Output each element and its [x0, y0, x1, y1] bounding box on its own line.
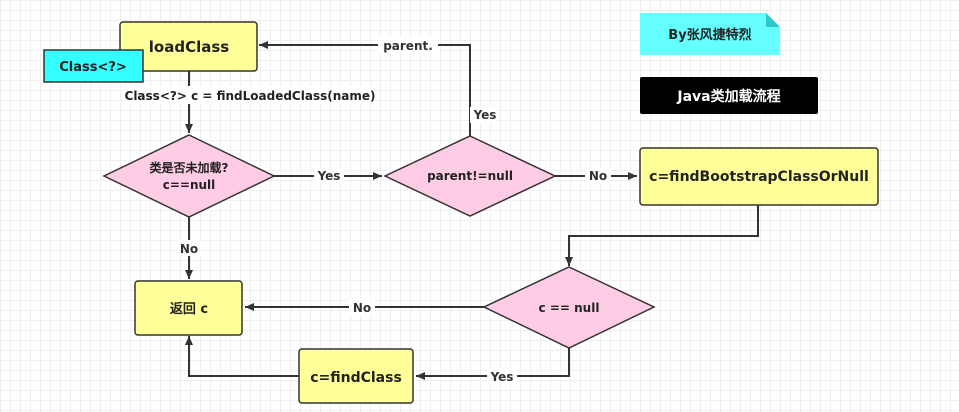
cnull-label: c == null: [539, 301, 600, 315]
node-is-loaded-decision: 类是否未加载? c==null: [102, 134, 276, 218]
find-class-label: c=findClass: [310, 370, 402, 386]
is-loaded-label-line1: 类是否未加载?: [150, 160, 229, 175]
edge-label-parent: parent.: [383, 39, 433, 53]
node-load-class: loadClass: [119, 21, 258, 72]
edge-label-no-cnull: No: [353, 301, 371, 315]
bootstrap-label: c=findBootstrapClassOrNull: [649, 169, 869, 185]
node-class-tag: Class<?>: [43, 49, 144, 83]
node-bootstrap: c=findBootstrapClassOrNull: [639, 147, 879, 206]
node-find-class: c=findClass: [298, 348, 414, 404]
edge-cnull-yes: [416, 348, 570, 380]
title-note-label: Java类加载流程: [676, 88, 780, 105]
node-parent-decision: parent!=null: [383, 135, 557, 217]
node-cnull-decision: c == null: [482, 266, 656, 349]
edge-bootstrap-down: [565, 205, 759, 266]
node-return-c: 返回 c: [134, 280, 243, 336]
title-note: Java类加载流程: [640, 77, 818, 114]
class-tag-label: Class<?>: [59, 60, 127, 75]
edge-label-yes-main: Yes: [317, 169, 341, 183]
parent-check-label: parent!=null: [427, 169, 513, 183]
edge-parent-yes: [259, 41, 471, 136]
load-class-label: loadClass: [149, 38, 230, 56]
edge-label-no-parent: No: [589, 169, 607, 183]
author-note: By张风捷特烈: [640, 13, 780, 55]
edge-label-yes-parent: Yes: [473, 108, 497, 122]
is-loaded-label-line2: c==null: [163, 178, 216, 192]
find-loaded-class-text: Class<?> c = findLoadedClass(name): [125, 89, 376, 103]
return-c-label: 返回 c: [170, 302, 208, 317]
author-note-label: By张风捷特烈: [668, 27, 751, 43]
edge-findclass-return: [185, 336, 299, 377]
edge-label-yes-cnull: Yes: [490, 370, 514, 384]
edge-label-no-main: No: [180, 242, 198, 256]
